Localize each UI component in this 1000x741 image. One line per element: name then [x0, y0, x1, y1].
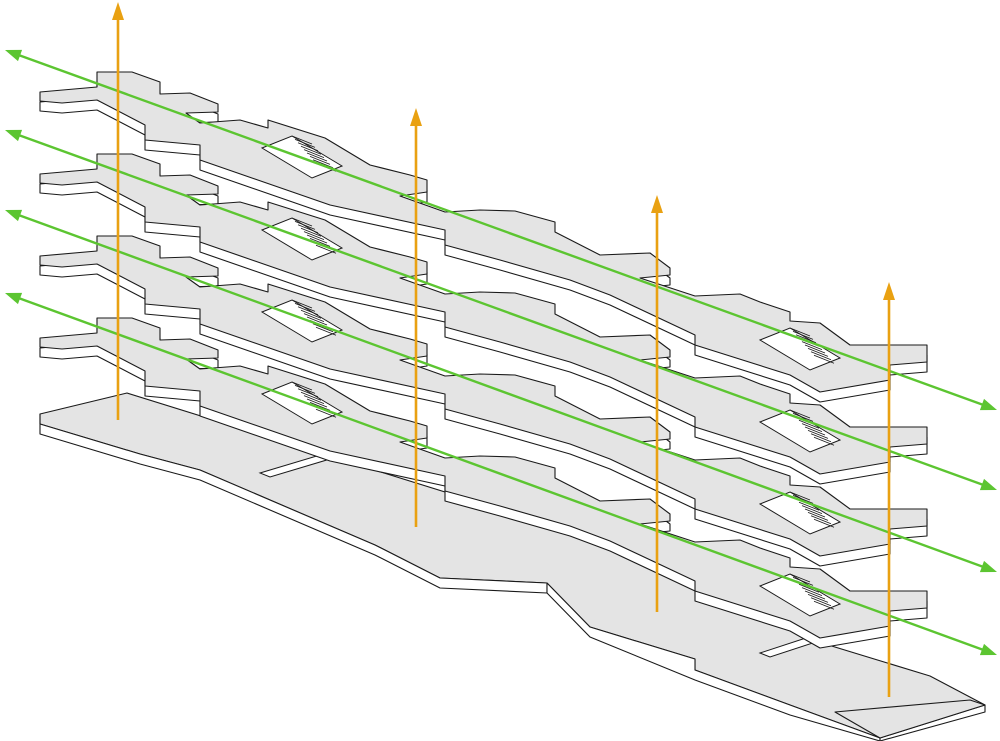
- arrow-head-icon: [883, 282, 895, 300]
- arrow-head-icon: [410, 108, 422, 126]
- arrow-head-icon: [5, 129, 23, 142]
- stair-icon: [758, 491, 842, 535]
- arrow-head-icon: [979, 398, 997, 411]
- level-ground: [39, 392, 986, 741]
- arrow-head-icon: [5, 209, 23, 222]
- stair-icon: [758, 573, 842, 617]
- arrow-head-icon: [112, 2, 124, 20]
- double-arrow-icon: [12, 131, 990, 489]
- arrow-head-icon: [651, 195, 663, 213]
- arrow-head-icon: [979, 643, 997, 656]
- level-4: [39, 153, 928, 485]
- level-2: [39, 317, 928, 649]
- arrow-head-icon: [979, 560, 997, 573]
- arrow-head-icon: [979, 478, 997, 491]
- arrow-head-icon: [5, 292, 23, 305]
- double-arrow-icon: [12, 211, 990, 571]
- double-arrow-icon: [12, 51, 990, 409]
- double-arrow-icon: [12, 294, 990, 654]
- arrow-head-icon: [5, 49, 23, 62]
